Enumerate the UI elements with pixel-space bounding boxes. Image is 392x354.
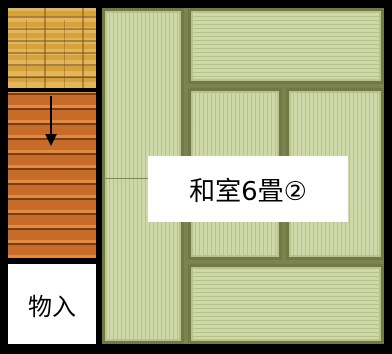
stair-direction-arrow-line — [50, 96, 52, 136]
storage-label: 物入 — [28, 292, 76, 321]
room-label: 和室6畳② — [189, 176, 307, 207]
tatami-mat-bottom — [188, 264, 384, 344]
tatami-mat-left-seam — [104, 178, 182, 179]
tatami-mat-top — [188, 8, 384, 84]
staircase — [8, 92, 96, 258]
room-label-box: 和室6畳② — [148, 156, 348, 222]
tatami-room — [102, 8, 384, 344]
down-arrow-icon — [45, 134, 57, 146]
storage-closet: 物入 — [8, 264, 96, 344]
wood-floor-area — [8, 8, 96, 88]
